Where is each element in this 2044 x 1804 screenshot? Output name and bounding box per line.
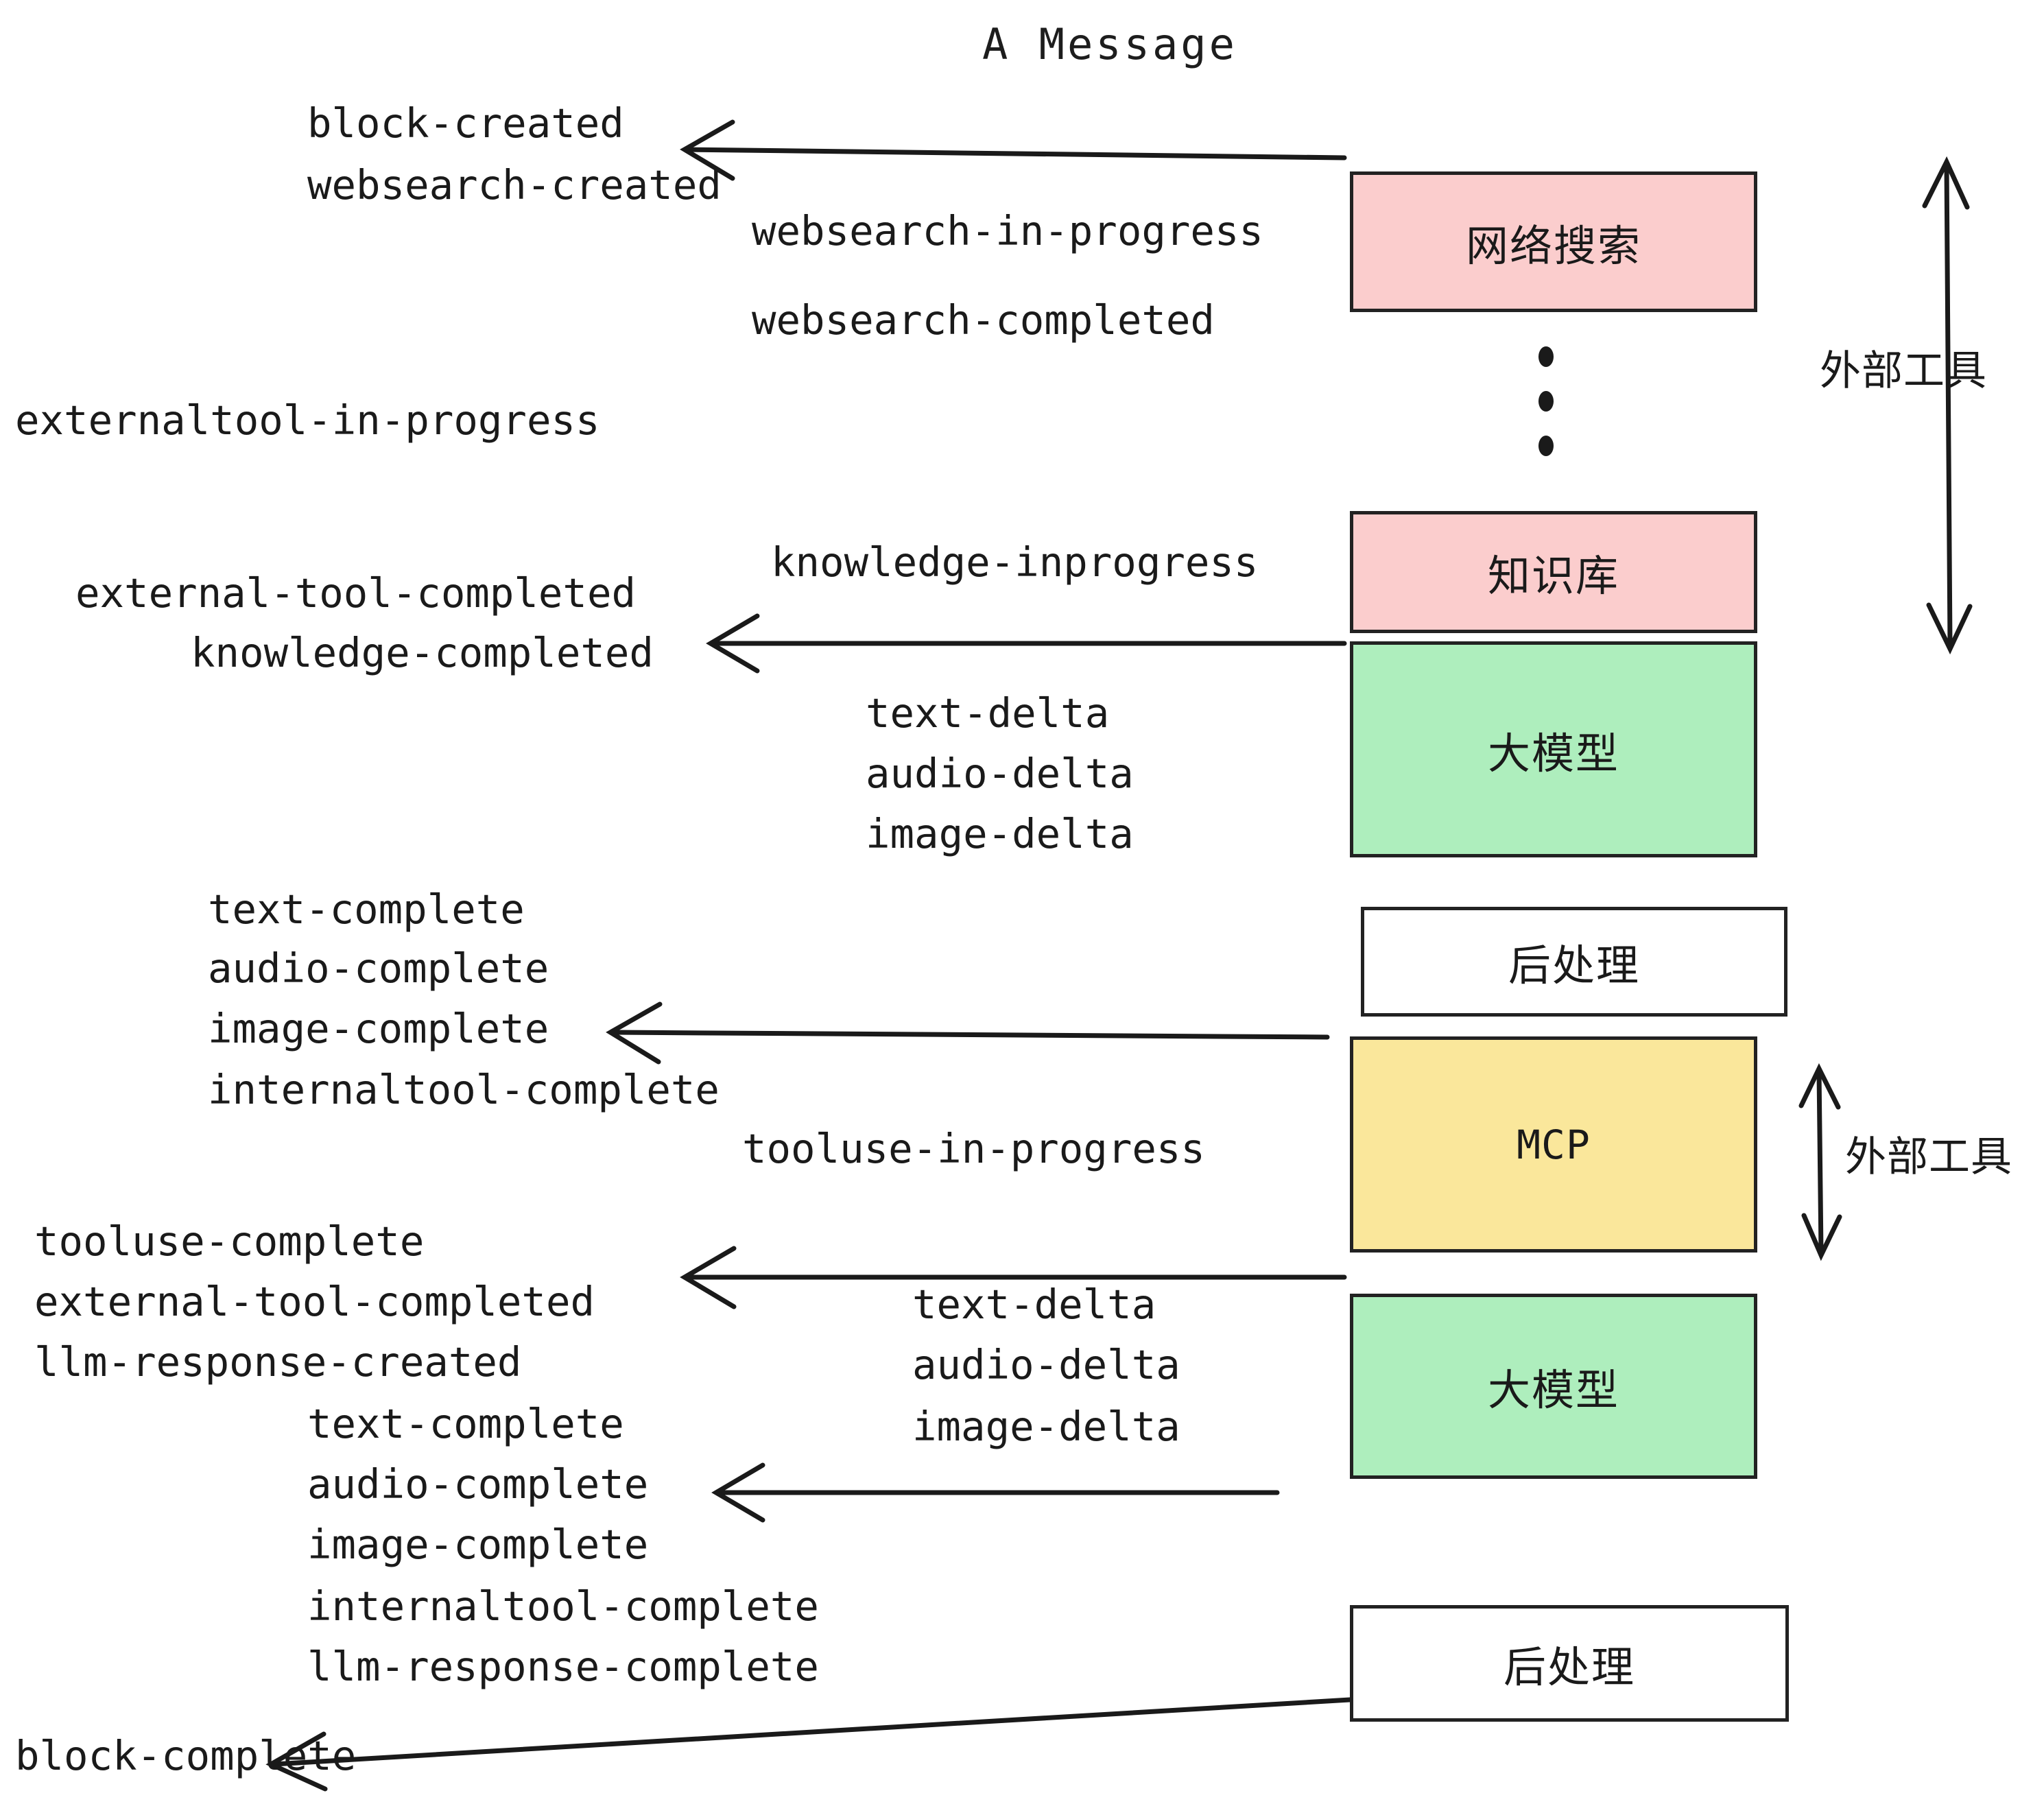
box-label: 知识库 bbox=[1487, 551, 1619, 601]
event-websearch-created: websearch-created bbox=[307, 161, 722, 209]
box-mcp[interactable]: MCP bbox=[1350, 1036, 1757, 1253]
box-llm-1[interactable]: 大模型 bbox=[1350, 641, 1757, 857]
box-label: MCP bbox=[1517, 1121, 1591, 1168]
event-image-complete-1: image-complete bbox=[208, 1005, 549, 1052]
arrow-block-complete bbox=[265, 1697, 1353, 1792]
event-external-tool-completed-1: external-tool-completed bbox=[75, 569, 636, 617]
vertical-ellipsis-icon bbox=[1538, 346, 1554, 456]
event-tooluse-complete: tooluse-complete bbox=[34, 1218, 425, 1265]
bracket-external-tools-bottom bbox=[1798, 1063, 1842, 1261]
arrow-block-created bbox=[680, 119, 1347, 181]
event-websearch-completed: websearch-completed bbox=[752, 296, 1215, 344]
arrow-image-complete bbox=[606, 1001, 1330, 1065]
event-external-tool-completed-2: external-tool-completed bbox=[34, 1278, 595, 1325]
box-label: 大模型 bbox=[1487, 728, 1619, 779]
page-title: A Message bbox=[982, 19, 1237, 69]
event-audio-complete-1: audio-complete bbox=[208, 945, 549, 992]
event-internaltool-complete-2: internaltool-complete bbox=[307, 1582, 819, 1630]
event-websearch-in-progress: websearch-in-progress bbox=[752, 207, 1263, 254]
event-knowledge-completed: knowledge-completed bbox=[191, 629, 654, 676]
event-image-complete-2: image-complete bbox=[307, 1521, 649, 1568]
box-label: 后处理 bbox=[1503, 1642, 1635, 1692]
event-tooluse-in-progress: tooluse-in-progress bbox=[742, 1125, 1205, 1172]
event-text-complete-1: text-complete bbox=[208, 886, 525, 933]
box-websearch[interactable]: 网络搜索 bbox=[1350, 171, 1757, 312]
box-label: 大模型 bbox=[1487, 1365, 1619, 1415]
event-image-delta-1: image-delta bbox=[866, 810, 1134, 857]
bracket-external-tools-top bbox=[1922, 156, 1973, 655]
event-image-delta-2: image-delta bbox=[912, 1403, 1180, 1450]
box-label: 后处理 bbox=[1508, 940, 1640, 990]
event-block-created: block-created bbox=[307, 99, 624, 147]
event-text-complete-2: text-complete bbox=[307, 1400, 624, 1447]
box-knowledge[interactable]: 知识库 bbox=[1350, 511, 1757, 633]
event-text-delta-1: text-delta bbox=[866, 689, 1110, 737]
event-audio-delta-2: audio-delta bbox=[912, 1341, 1180, 1388]
event-llm-response-complete: llm-response-complete bbox=[307, 1643, 819, 1690]
event-block-complete: block-complete bbox=[15, 1732, 357, 1779]
event-audio-complete-2: audio-complete bbox=[307, 1460, 649, 1508]
event-internaltool-complete-1: internaltool-complete bbox=[208, 1066, 720, 1113]
event-knowledge-inprogress: knowledge-inprogress bbox=[771, 538, 1259, 586]
event-llm-response-created: llm-response-created bbox=[34, 1338, 522, 1386]
event-externaltool-in-progress: externaltool-in-progress bbox=[15, 396, 600, 444]
label-external-tools-bottom: 外部工具 bbox=[1845, 1133, 2012, 1181]
box-llm-2[interactable]: 大模型 bbox=[1350, 1294, 1757, 1479]
event-text-delta-2: text-delta bbox=[912, 1281, 1156, 1328]
box-label: 网络搜索 bbox=[1465, 220, 1641, 271]
label-external-tools-top: 外部工具 bbox=[1820, 347, 1987, 395]
box-postprocess-2[interactable]: 后处理 bbox=[1350, 1605, 1789, 1722]
arrow-knowledge-complete bbox=[706, 613, 1347, 674]
event-audio-delta-1: audio-delta bbox=[866, 750, 1134, 797]
box-postprocess-1[interactable]: 后处理 bbox=[1361, 907, 1787, 1017]
arrow-audio-complete bbox=[711, 1462, 1280, 1523]
